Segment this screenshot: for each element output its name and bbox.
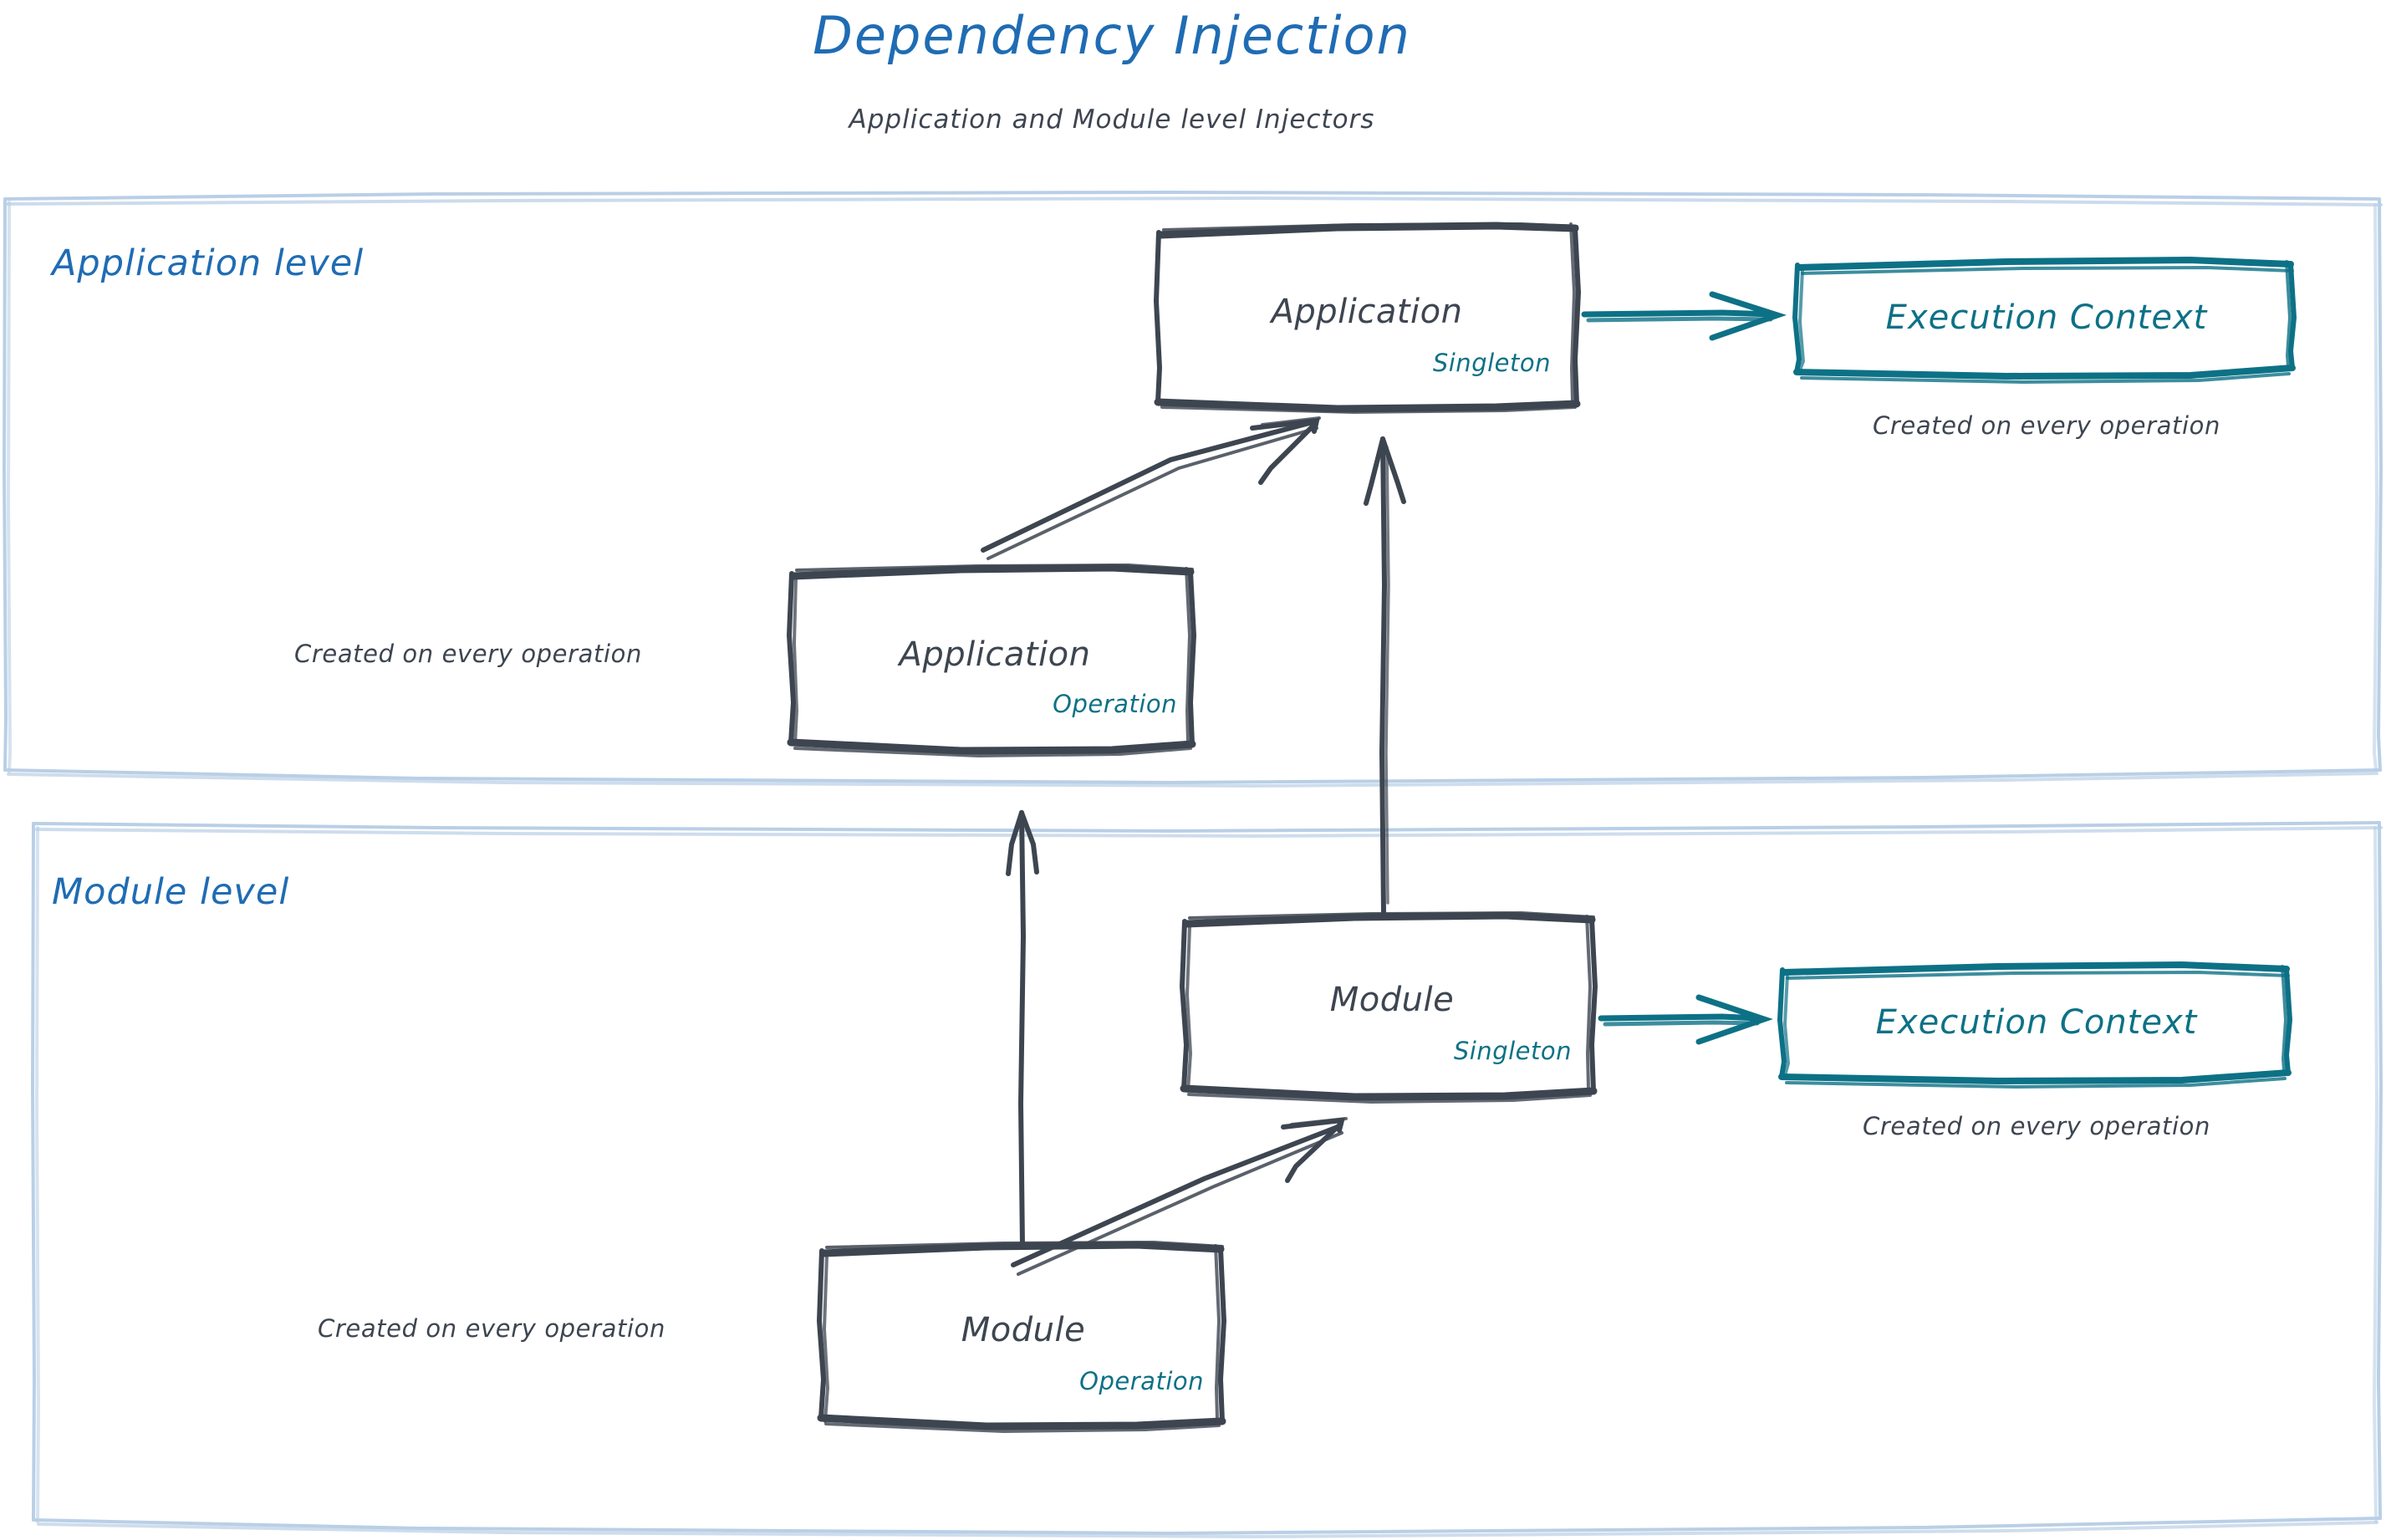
node-module-operation-scope: Operation bbox=[1079, 1367, 1204, 1395]
caption-module-operation: Created on every operation bbox=[318, 1314, 665, 1343]
caption-app-execution-context: Created on every operation bbox=[1873, 411, 2220, 440]
node-application-singleton-title: Application bbox=[1271, 293, 1463, 331]
node-execution-context-app-title: Execution Context bbox=[1885, 298, 2208, 337]
node-module-singleton-scope: Singleton bbox=[1453, 1037, 1572, 1065]
page-subtitle: Application and Module level Injectors bbox=[849, 105, 1375, 135]
node-execution-context-module-title: Execution Context bbox=[1875, 1003, 2198, 1042]
edge-app-operation-to-app-singleton bbox=[981, 416, 1321, 560]
edge-module-operation-to-module-singleton bbox=[1011, 1117, 1348, 1276]
caption-module-execution-context: Created on every operation bbox=[1863, 1112, 2210, 1140]
node-application-operation-scope: Operation bbox=[1053, 690, 1177, 718]
container-module-level-border bbox=[30, 821, 2383, 1539]
node-application-singleton-scope: Singleton bbox=[1432, 349, 1551, 377]
node-module-operation-title: Module bbox=[961, 1311, 1086, 1349]
edge-module-operation-to-app-operation bbox=[1006, 810, 1039, 1248]
edge-app-singleton-to-execution-context bbox=[1581, 291, 1787, 341]
container-label-module-level: Module level bbox=[52, 871, 290, 913]
edge-module-singleton-to-execution-context bbox=[1598, 994, 1773, 1045]
edge-module-singleton-to-app-singleton bbox=[1364, 436, 1406, 915]
node-module-singleton-title: Module bbox=[1329, 981, 1455, 1019]
caption-app-operation: Created on every operation bbox=[294, 640, 642, 668]
container-label-application-level: Application level bbox=[52, 242, 365, 284]
node-application-operation-title: Application bbox=[899, 635, 1091, 674]
page-title: Dependency Injection bbox=[813, 5, 1411, 66]
